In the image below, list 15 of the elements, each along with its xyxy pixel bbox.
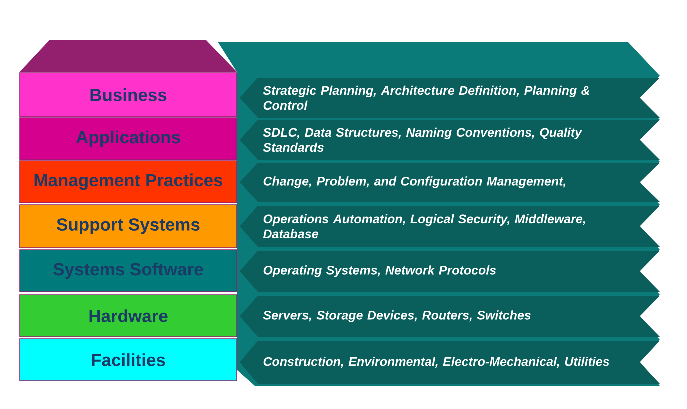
layer-band: Operating Systems, Network Protocols: [240, 251, 660, 292]
layer-box: Facilities: [20, 338, 238, 382]
layer-box: Support Systems: [20, 204, 238, 248]
layer-box: Hardware: [20, 294, 238, 338]
layer-box: Applications: [20, 118, 238, 160]
layer-band: Construction, Environmental, Electro-Mechanical, Utilities: [240, 341, 660, 384]
layer-band: Servers, Storage Devices, Routers, Switches: [240, 296, 660, 337]
layer-band: Change, Problem, and Configuration Management,: [240, 163, 660, 202]
layer-box: Systems Software: [20, 250, 238, 292]
stack-top: [20, 40, 237, 72]
layer-box: Management Practices: [20, 160, 238, 204]
layer-band: SDLC, Data Structures, Naming Conventions, Quality Standards: [240, 120, 660, 160]
layer-band: Strategic Planning, Architecture Definition, Planning & Control: [240, 78, 660, 118]
layer-box: Business: [20, 72, 238, 118]
layer-band: Operations Automation, Logical Security, Middleware, Database: [240, 206, 660, 247]
